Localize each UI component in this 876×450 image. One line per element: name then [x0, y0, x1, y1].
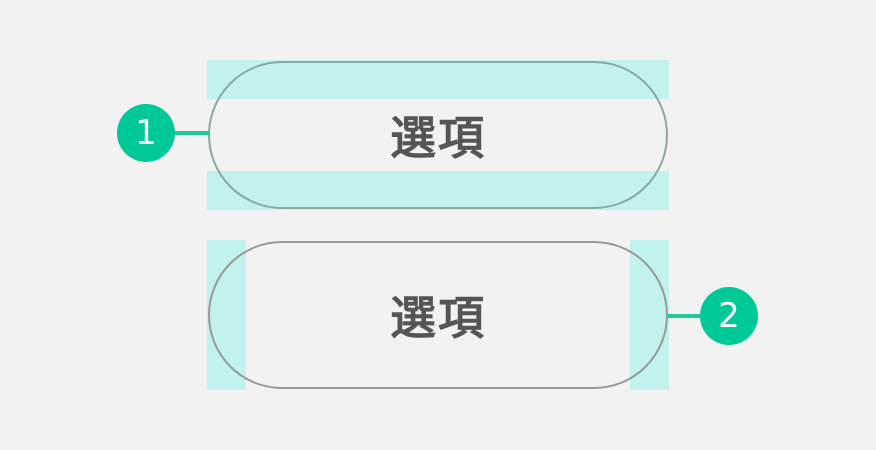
option-spec-horizontal-padding: 選項 — [207, 240, 669, 390]
bottom-padding-highlight — [207, 171, 669, 210]
option-pill: 選項 — [208, 241, 668, 389]
top-padding-highlight — [207, 60, 669, 99]
annotation-badge-2: 2 — [700, 287, 758, 345]
option-label: 選項 — [390, 111, 486, 165]
option-label: 選項 — [390, 291, 486, 345]
annotation-connector-2 — [668, 314, 708, 318]
option-spec-vertical-padding: 選項 — [207, 60, 669, 210]
option-pill: 選項 — [208, 61, 668, 209]
annotation-connector-1 — [170, 131, 210, 135]
annotation-badge-1: 1 — [117, 104, 175, 162]
